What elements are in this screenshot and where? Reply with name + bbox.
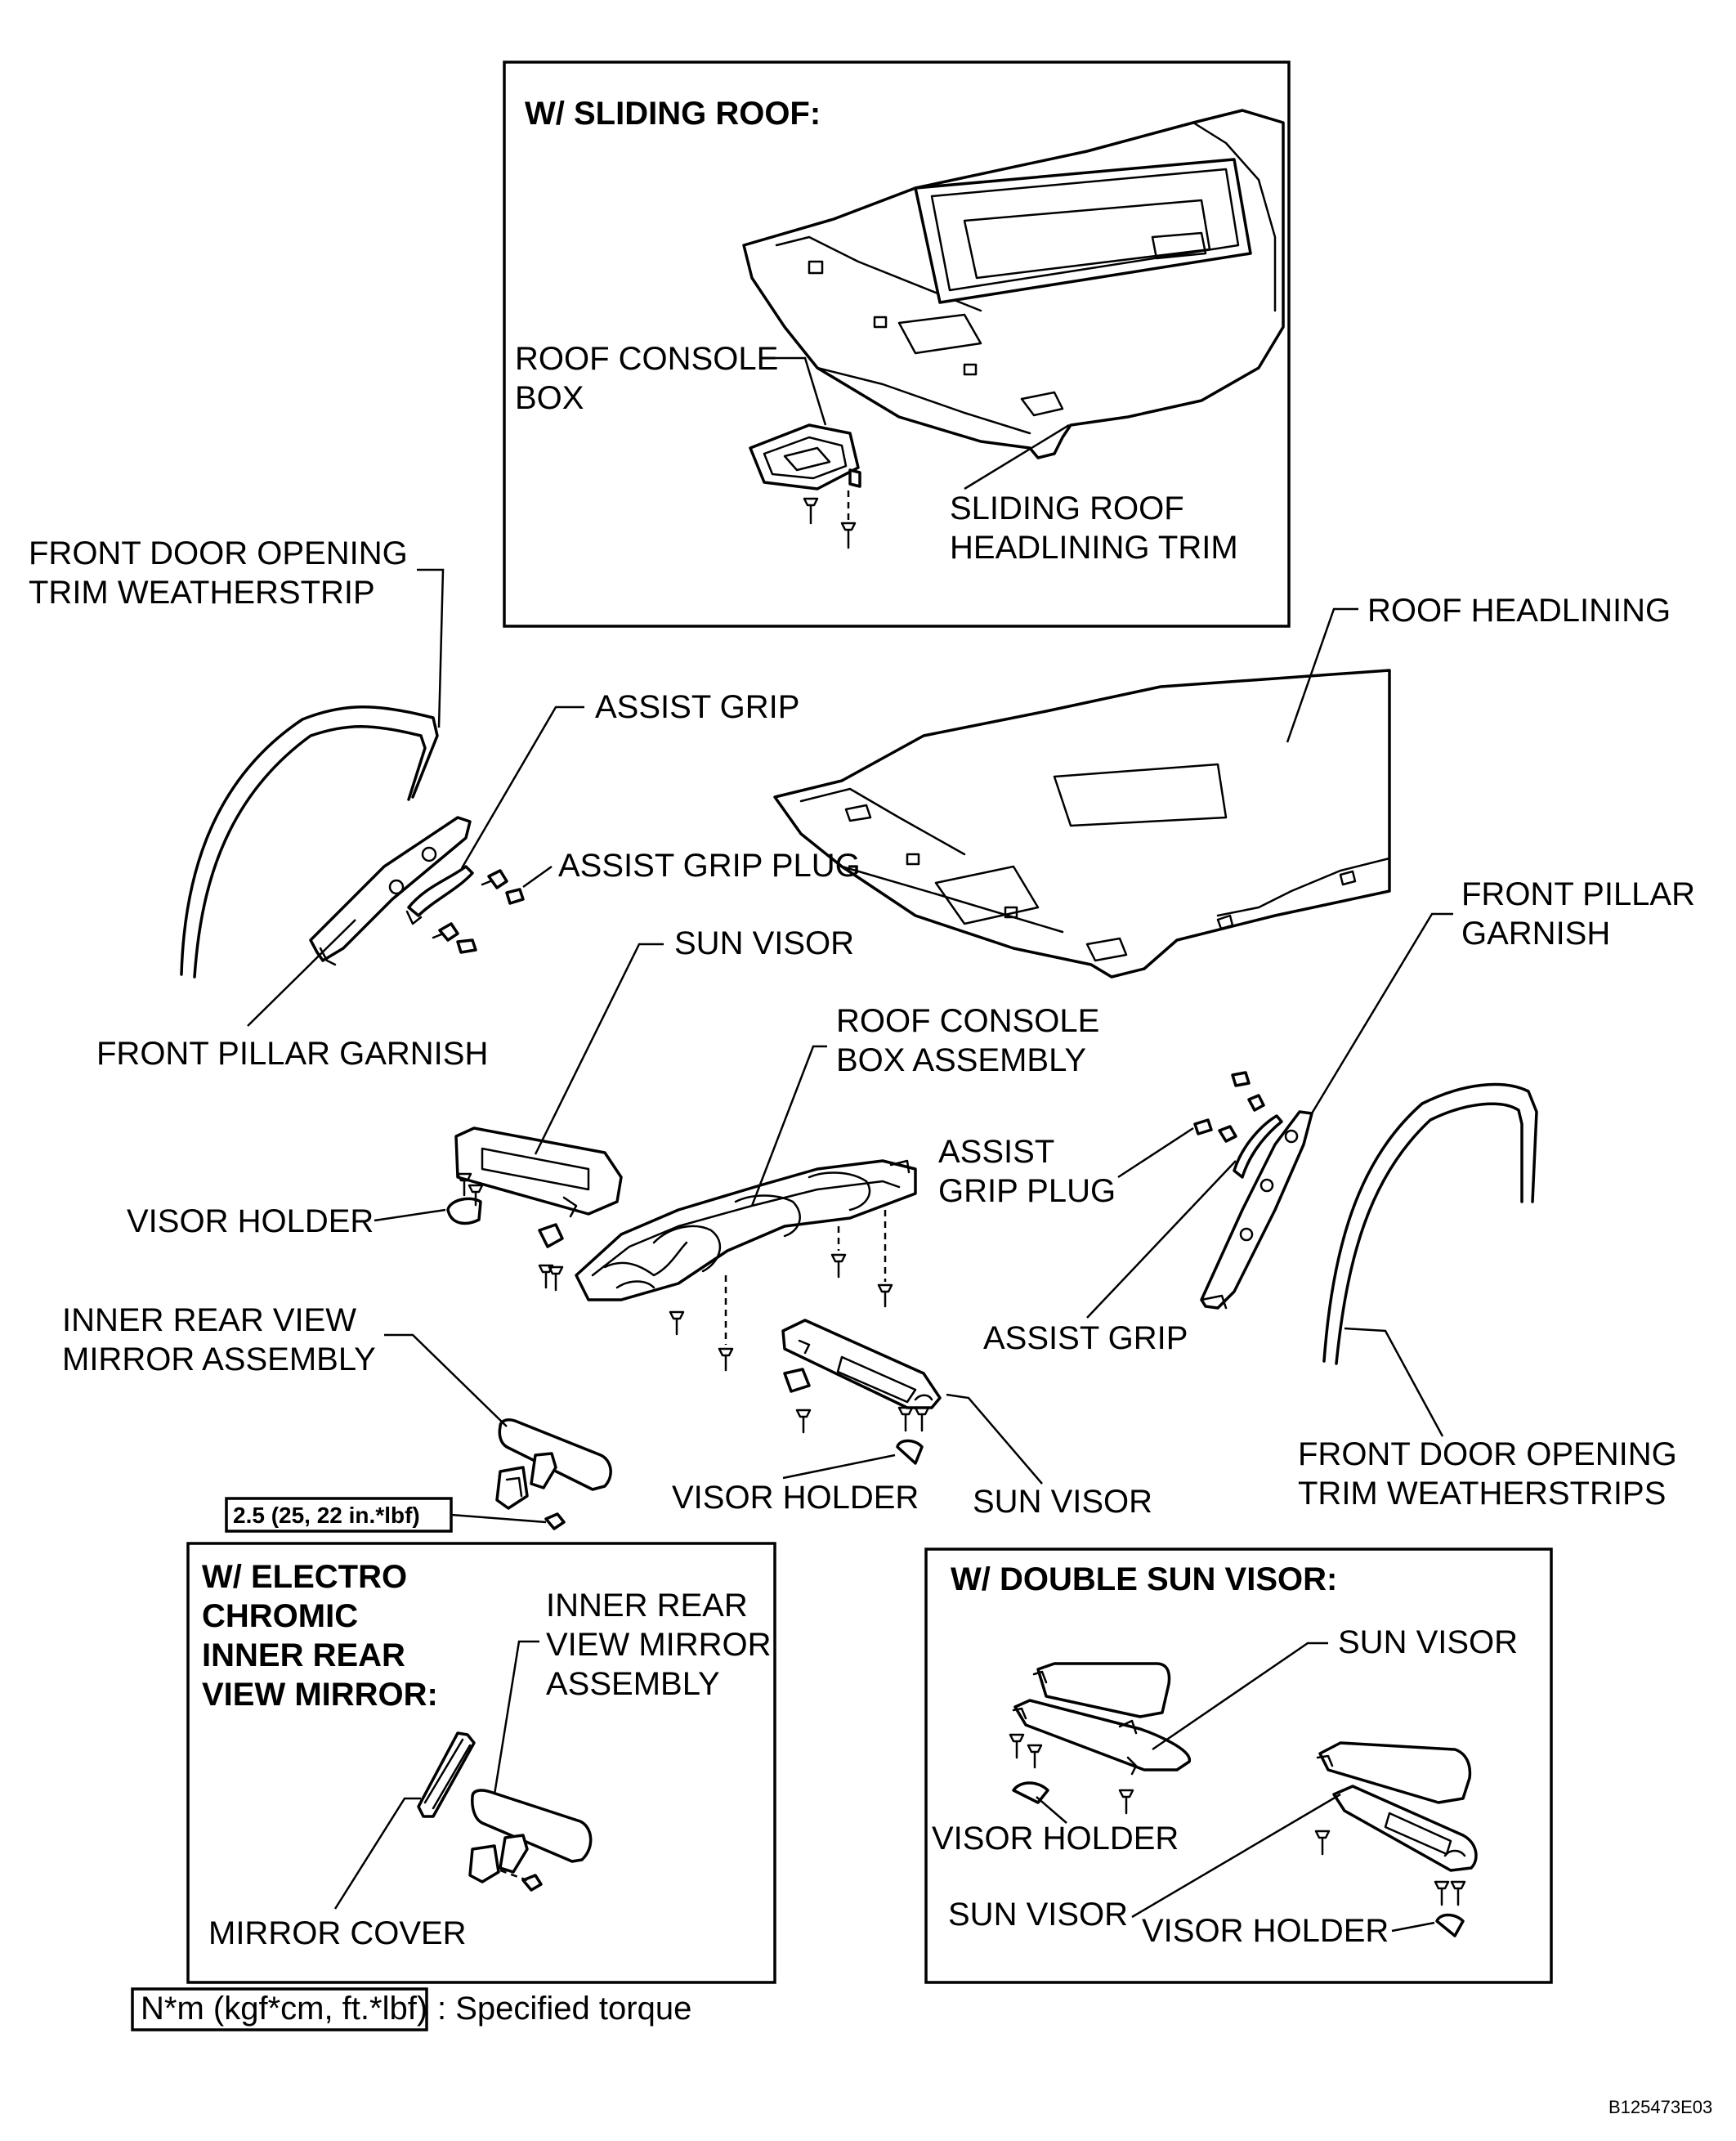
double-sun-visor-inset: W/ DOUBLE SUN VISOR: SUN VISOR <box>924 1548 1553 1984</box>
sun-visor-center-label: SUN VISOR <box>973 1484 1152 1520</box>
visor-holder-center-leader <box>782 1453 896 1480</box>
dsv-visor-holder-left-label: VISOR HOLDER <box>932 1821 1179 1857</box>
sun-visor-center-leader <box>946 1393 1043 1485</box>
roof-console-box-leader <box>772 356 827 426</box>
sun-visor-top-drawing <box>454 1126 623 1218</box>
double-sun-visor-inset-frame <box>924 1548 1553 1984</box>
dsv-left-visors-drawing <box>1009 1662 1191 1815</box>
assist-grip-right-label: ASSIST GRIP <box>983 1320 1188 1356</box>
front-pillar-garnish-right-leader <box>1310 912 1453 1114</box>
electro-chromic-inset-title: W/ ELECTRO CHROMIC INNER REAR VIEW MIRRO… <box>202 1559 438 1713</box>
mirror-cover-label: MIRROR COVER <box>208 1915 467 1951</box>
double-sun-visor-inset-title: W/ DOUBLE SUN VISOR: <box>951 1561 1337 1597</box>
roof-console-box-label: ROOF CONSOLE BOX <box>515 341 787 416</box>
dsv-right-visors-drawing <box>1314 1741 1478 1937</box>
dsv-sun-visor-top-leader <box>1152 1642 1328 1751</box>
assist-grip-left-leader <box>460 705 584 869</box>
front-door-opening-trim-weatherstrips-right <box>1322 1082 1538 1365</box>
visor-holder-center-label: VISOR HOLDER <box>672 1480 919 1516</box>
front-door-opening-trim-weatherstrip-leader <box>417 568 445 728</box>
sliding-roof-inset-frame <box>503 60 1291 628</box>
electro-chromic-inset-frame <box>186 1542 776 1984</box>
legend-text: : Specified torque <box>437 1991 691 2027</box>
sliding-roof-headlining-trim-leader <box>964 423 1070 490</box>
front-pillar-garnish-right-label: FRONT PILLAR GARNISH <box>1461 876 1704 952</box>
dsv-visor-holder-right-leader <box>1391 1921 1435 1933</box>
torque-legend: N*m (kgf*cm, ft.*lbf) : Specified torque <box>131 1987 691 2031</box>
roof-headlining-drawing <box>773 669 1391 979</box>
ec-inner-rear-view-mirror-assembly-label: INNER REAR VIEW MIRROR ASSEMBLY <box>546 1588 781 1702</box>
dsv-visor-holder-right-label: VISOR HOLDER <box>1142 1913 1389 1949</box>
assist-grip-plug-left-leader <box>522 865 553 889</box>
ec-mirror-drawing <box>468 1789 593 1892</box>
torque-value: 2.5 (25, 22 in.*lbf) <box>233 1503 420 1528</box>
assist-grip-plug-left-label: ASSIST GRIP PLUG <box>558 848 861 884</box>
sun-visor-top-leader <box>534 943 664 1155</box>
front-pillar-garnish-right-drawing <box>1200 1110 1313 1310</box>
visor-holder-left-label: VISOR HOLDER <box>127 1203 374 1239</box>
roof-headlining-leader <box>1286 607 1358 743</box>
sun-visor-top-label: SUN VISOR <box>674 925 854 961</box>
visor-holder-left-leader <box>374 1208 446 1222</box>
inner-rear-view-mirror-assembly-label: INNER REAR VIEW MIRROR ASSEMBLY <box>62 1302 376 1377</box>
assist-grip-left-drawing <box>405 865 525 954</box>
dsv-sun-visor-bottom-label: SUN VISOR <box>948 1897 1128 1933</box>
roof-headlining-label: ROOF HEADLINING <box>1367 593 1671 629</box>
mirror-cover-leader <box>333 1797 421 1910</box>
front-door-opening-trim-weatherstrip-label: FRONT DOOR OPENING TRIM WEATHERSTRIP <box>29 535 417 611</box>
roof-console-box-assembly-leader <box>750 1045 827 1207</box>
assist-grip-plug-right-leader <box>1117 1126 1194 1179</box>
assist-grip-right-drawing <box>1193 1071 1283 1179</box>
assist-grip-plug-right-label: ASSIST GRIP PLUG <box>938 1134 1116 1209</box>
assist-grip-right-leader <box>1086 1160 1237 1319</box>
sliding-roof-headlining-drawing <box>742 109 1285 459</box>
front-pillar-garnish-left-leader <box>247 919 356 1027</box>
figure-code: B125473E03 <box>1608 2097 1712 2117</box>
ec-inner-rear-view-mirror-assembly-leader <box>493 1640 539 1795</box>
inner-rear-view-mirror-assembly-leader <box>384 1333 508 1427</box>
visor-holder-left-drawing <box>446 1172 564 1289</box>
legend-unit-box <box>131 1987 428 2031</box>
ec-mirror-cover-drawing <box>417 1731 476 1818</box>
dsv-visor-holder-left-leader <box>1036 1796 1067 1824</box>
inner-rear-view-mirror-drawing <box>495 1418 612 1530</box>
front-pillar-garnish-left-label: FRONT PILLAR GARNISH <box>96 1036 488 1072</box>
roof-console-box-assembly-label: ROOF CONSOLE BOX ASSEMBLY <box>836 1003 1108 1078</box>
roof-console-box-drawing <box>749 423 861 549</box>
electro-chromic-inset: W/ ELECTRO CHROMIC INNER REAR VIEW MIRRO… <box>186 1542 781 1984</box>
front-door-opening-trim-weatherstrips-leader <box>1344 1327 1444 1437</box>
front-door-opening-trim-weatherstrip-left <box>180 705 439 979</box>
dsv-sun-visor-top-label: SUN VISOR <box>1338 1624 1518 1660</box>
torque-leader <box>450 1513 547 1524</box>
legend-unit: N*m (kgf*cm, ft.*lbf) <box>141 1991 427 2027</box>
sliding-roof-inset: W/ SLIDING ROOF: <box>503 60 1291 628</box>
front-door-opening-trim-weatherstrips-label: FRONT DOOR OPENING TRIM WEATHERSTRIPS <box>1298 1436 1686 1512</box>
dsv-sun-visor-bottom-leader <box>1131 1793 1341 1919</box>
sliding-roof-inset-title: W/ SLIDING ROOF: <box>525 96 821 132</box>
assist-grip-left-label: ASSIST GRIP <box>595 689 799 725</box>
sliding-roof-headlining-trim-label: SLIDING ROOF HEADLINING TRIM <box>950 490 1238 566</box>
sun-visor-center-drawing <box>781 1319 942 1465</box>
